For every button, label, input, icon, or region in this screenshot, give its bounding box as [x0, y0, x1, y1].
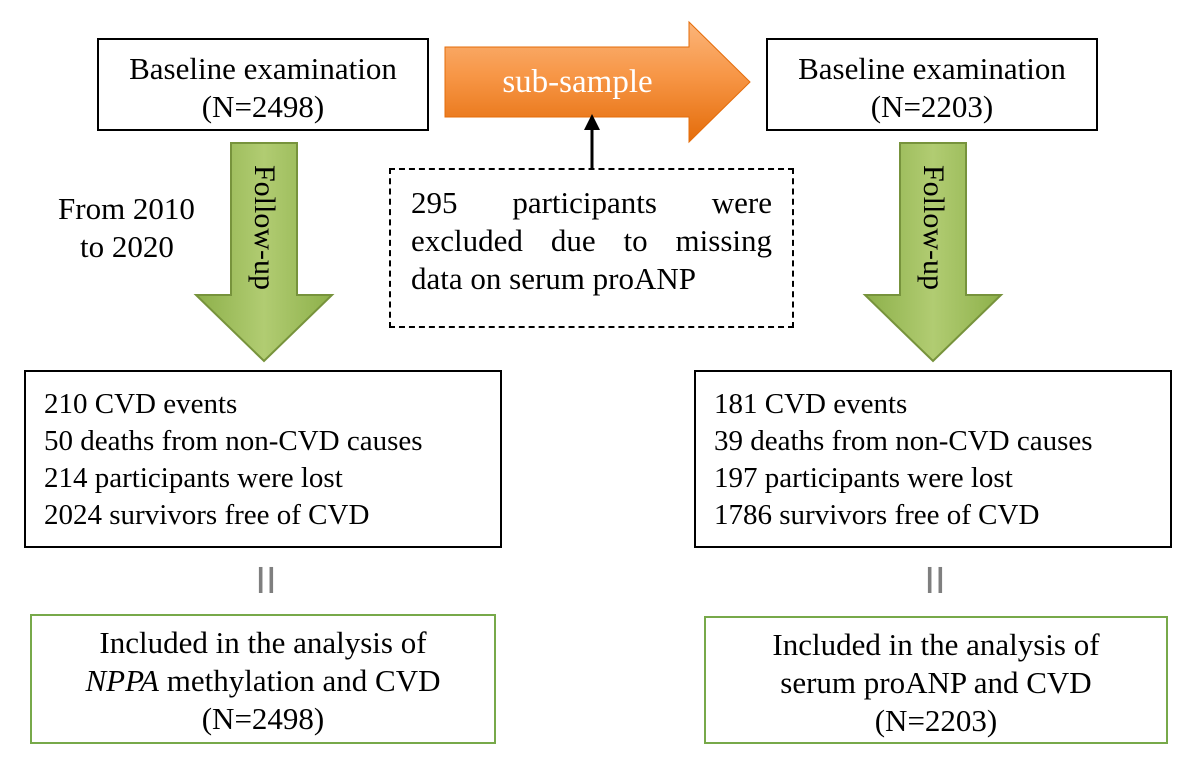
list-item: 50 deaths from non-CVD causes — [44, 425, 423, 457]
right-outcomes-box: 181 CVD events 39 deaths from non-CVD ca… — [694, 370, 1172, 548]
right-equals-sign: II — [924, 561, 946, 602]
excluded-box: 295 participants were excluded due to mi… — [389, 168, 794, 328]
left-followup-arrow — [193, 142, 335, 363]
list-item: 197 participants were lost — [714, 462, 1013, 494]
right-included-count: (N=2203) — [874, 703, 998, 738]
period-start: From 2010 — [58, 191, 195, 226]
right-included-line-1: Included in the analysis of — [772, 627, 1100, 662]
left-baseline-box: Baseline examination (N=2498) — [97, 38, 429, 131]
followup-period: From 2010 to 2020 — [58, 190, 228, 266]
left-baseline-title: Baseline examination — [129, 51, 397, 86]
right-baseline-box: Baseline examination (N=2203) — [766, 38, 1098, 131]
left-included-line-2: NPPA methylation and CVD — [32, 662, 494, 700]
subsample-label: sub-sample — [502, 64, 653, 100]
right-followup-arrow — [862, 142, 1004, 363]
left-outcomes-box: 210 CVD events 50 deaths from non-CVD ca… — [24, 370, 502, 548]
left-followup-label: Follow-up — [248, 165, 281, 291]
left-equals-sign: II — [255, 561, 277, 602]
right-included-line-2: serum proANP and CVD — [780, 665, 1092, 700]
list-item: 181 CVD events — [714, 388, 908, 420]
right-baseline-count: (N=2203) — [870, 89, 994, 124]
list-item: 39 deaths from non-CVD causes — [714, 425, 1093, 457]
exclusion-connector-arrowhead — [584, 114, 600, 130]
right-followup-label: Follow-up — [917, 165, 950, 291]
excluded-line-2: excluded due to missing — [411, 223, 772, 258]
period-end: to 2020 — [80, 229, 174, 264]
left-included-count: (N=2498) — [201, 701, 325, 736]
list-item: 1786 survivors free of CVD — [714, 499, 1040, 531]
excluded-line-3: data on serum proANP — [411, 261, 696, 296]
gene-name: NPPA — [85, 663, 159, 698]
list-item: 2024 survivors free of CVD — [44, 499, 370, 531]
list-item: 210 CVD events — [44, 388, 238, 420]
right-baseline-title: Baseline examination — [798, 51, 1066, 86]
excluded-line-1: 295 participants were — [411, 185, 772, 220]
left-included-line-1: Included in the analysis of — [99, 625, 427, 660]
left-included-box: Included in the analysis of NPPA methyla… — [30, 614, 496, 744]
right-included-box: Included in the analysis of serum proANP… — [704, 616, 1168, 744]
left-included-line-2-rest: methylation and CVD — [158, 663, 441, 698]
left-baseline-count: (N=2498) — [201, 89, 325, 124]
list-item: 214 participants were lost — [44, 462, 343, 494]
subsample-arrow — [444, 20, 751, 144]
